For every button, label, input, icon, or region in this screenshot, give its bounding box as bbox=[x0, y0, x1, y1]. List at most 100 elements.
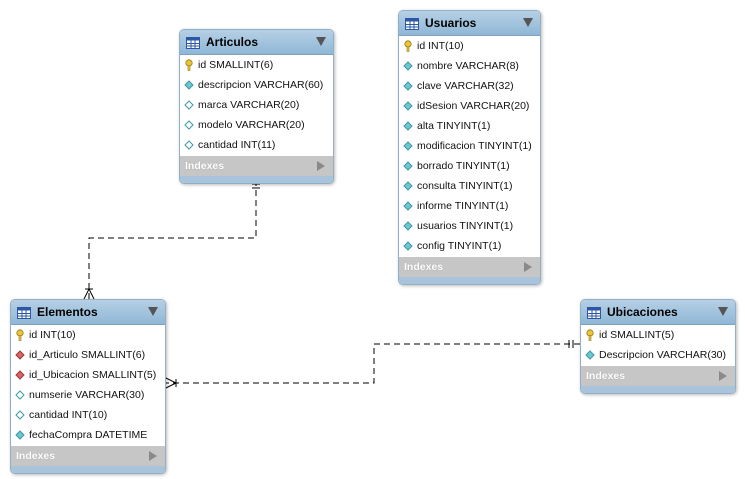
table-usuarios[interactable]: Usuarios id INT(10) nombre VARCHAR(8) clave… bbox=[398, 10, 541, 285]
column-row[interactable]: id INT(10) bbox=[11, 325, 165, 345]
column-icon bbox=[402, 81, 414, 91]
column-row[interactable]: fechaCompra DATETIME bbox=[11, 425, 165, 445]
primary-key-icon bbox=[402, 40, 414, 52]
column-label: alta TINYINT(1) bbox=[417, 120, 491, 132]
table-icon bbox=[405, 17, 419, 30]
column-label: fechaCompra DATETIME bbox=[29, 429, 148, 441]
primary-key-icon bbox=[584, 329, 596, 341]
column-label: nombre VARCHAR(8) bbox=[417, 60, 519, 72]
column-label: config TINYINT(1) bbox=[417, 240, 502, 252]
column-label: informe TINYINT(1) bbox=[417, 200, 509, 212]
column-icon bbox=[402, 241, 414, 251]
column-row[interactable]: consulta TINYINT(1) bbox=[399, 176, 540, 196]
table-footer bbox=[11, 466, 165, 473]
table-ubicaciones[interactable]: Ubicaciones id SMALLINT(5) Descripcion VAR… bbox=[580, 299, 736, 394]
table-footer bbox=[180, 176, 333, 183]
column-icon bbox=[402, 201, 414, 211]
column-icon bbox=[183, 140, 195, 150]
column-label: marca VARCHAR(20) bbox=[198, 99, 300, 111]
column-icon bbox=[402, 61, 414, 71]
expand-arrow-icon[interactable] bbox=[719, 371, 727, 381]
table-footer bbox=[399, 277, 540, 284]
primary-key-icon bbox=[14, 329, 26, 341]
table-header[interactable]: Usuarios bbox=[399, 11, 540, 36]
table-header[interactable]: Articulos bbox=[180, 30, 333, 55]
column-icon bbox=[402, 121, 414, 131]
table-icon bbox=[17, 306, 31, 319]
column-row[interactable]: numserie VARCHAR(30) bbox=[11, 385, 165, 405]
collapse-icon[interactable] bbox=[148, 307, 158, 316]
column-row[interactable]: nombre VARCHAR(8) bbox=[399, 56, 540, 76]
expand-arrow-icon[interactable] bbox=[524, 262, 532, 272]
table-title: Ubicaciones bbox=[607, 305, 678, 319]
column-icon bbox=[402, 161, 414, 171]
collapse-icon[interactable] bbox=[316, 37, 326, 46]
column-label: id SMALLINT(5) bbox=[599, 329, 675, 341]
column-row[interactable]: cantidad INT(10) bbox=[11, 405, 165, 425]
column-icon bbox=[14, 430, 26, 440]
indexes-section[interactable]: Indexes bbox=[180, 156, 333, 176]
column-row[interactable]: informe TINYINT(1) bbox=[399, 196, 540, 216]
table-title: Articulos bbox=[206, 35, 259, 49]
column-icon bbox=[402, 221, 414, 231]
column-icon bbox=[183, 120, 195, 130]
column-label: modelo VARCHAR(20) bbox=[198, 119, 305, 131]
indexes-section[interactable]: Indexes bbox=[581, 366, 735, 386]
indexes-section[interactable]: Indexes bbox=[399, 257, 540, 277]
collapse-icon[interactable] bbox=[523, 18, 533, 27]
table-header[interactable]: Elementos bbox=[11, 300, 165, 325]
column-row[interactable]: alta TINYINT(1) bbox=[399, 116, 540, 136]
column-label: id INT(10) bbox=[29, 329, 76, 341]
foreign-key-icon bbox=[14, 350, 26, 360]
column-row[interactable]: usuarios TINYINT(1) bbox=[399, 216, 540, 236]
table-header[interactable]: Ubicaciones bbox=[581, 300, 735, 325]
column-row[interactable]: id SMALLINT(5) bbox=[581, 325, 735, 345]
column-row[interactable]: clave VARCHAR(32) bbox=[399, 76, 540, 96]
table-title: Usuarios bbox=[425, 16, 477, 30]
table-icon bbox=[186, 36, 200, 49]
column-label: id_Ubicacion SMALLINT(5) bbox=[29, 369, 157, 381]
column-label: modificacion TINYINT(1) bbox=[417, 140, 532, 152]
table-articulos[interactable]: Articulos id SMALLINT(6) descripcion VARCH… bbox=[179, 29, 334, 184]
column-icon bbox=[402, 141, 414, 151]
rel-articulos-elementos-line bbox=[88, 180, 257, 300]
expand-arrow-icon[interactable] bbox=[317, 161, 325, 171]
column-icon bbox=[183, 100, 195, 110]
table-title: Elementos bbox=[37, 305, 98, 319]
many-marker-elementos-top bbox=[83, 288, 95, 300]
column-label: id_Articulo SMALLINT(6) bbox=[29, 349, 146, 361]
column-label: numserie VARCHAR(30) bbox=[29, 389, 145, 401]
column-row[interactable]: idSesion VARCHAR(20) bbox=[399, 96, 540, 116]
primary-key-icon bbox=[183, 59, 195, 71]
column-icon bbox=[402, 181, 414, 191]
collapse-icon[interactable] bbox=[718, 307, 728, 316]
column-row[interactable]: id SMALLINT(6) bbox=[180, 55, 333, 75]
rel-ubicaciones-elementos-line bbox=[165, 343, 580, 384]
table-footer bbox=[581, 386, 735, 393]
table-elementos[interactable]: Elementos id INT(10) id_Articulo SMALLINT(… bbox=[10, 299, 166, 474]
column-row[interactable]: modelo VARCHAR(20) bbox=[180, 115, 333, 135]
indexes-label: Indexes bbox=[404, 261, 444, 273]
indexes-label: Indexes bbox=[586, 370, 626, 382]
column-label: idSesion VARCHAR(20) bbox=[417, 100, 530, 112]
column-row[interactable]: id_Ubicacion SMALLINT(5) bbox=[11, 365, 165, 385]
column-row[interactable]: id INT(10) bbox=[399, 36, 540, 56]
many-marker-elementos-right bbox=[165, 377, 177, 389]
column-row[interactable]: marca VARCHAR(20) bbox=[180, 95, 333, 115]
one-marker-ubicaciones bbox=[568, 340, 574, 348]
column-icon bbox=[402, 101, 414, 111]
column-row[interactable]: Descripcion VARCHAR(30) bbox=[581, 345, 735, 365]
expand-arrow-icon[interactable] bbox=[149, 451, 157, 461]
column-label: borrado TINYINT(1) bbox=[417, 160, 510, 172]
column-row[interactable]: modificacion TINYINT(1) bbox=[399, 136, 540, 156]
column-icon bbox=[14, 390, 26, 400]
column-label: descripcion VARCHAR(60) bbox=[198, 79, 324, 91]
column-row[interactable]: config TINYINT(1) bbox=[399, 236, 540, 256]
column-icon bbox=[14, 410, 26, 420]
column-row[interactable]: borrado TINYINT(1) bbox=[399, 156, 540, 176]
indexes-section[interactable]: Indexes bbox=[11, 446, 165, 466]
column-row[interactable]: descripcion VARCHAR(60) bbox=[180, 75, 333, 95]
column-row[interactable]: id_Articulo SMALLINT(6) bbox=[11, 345, 165, 365]
column-row[interactable]: cantidad INT(11) bbox=[180, 135, 333, 155]
